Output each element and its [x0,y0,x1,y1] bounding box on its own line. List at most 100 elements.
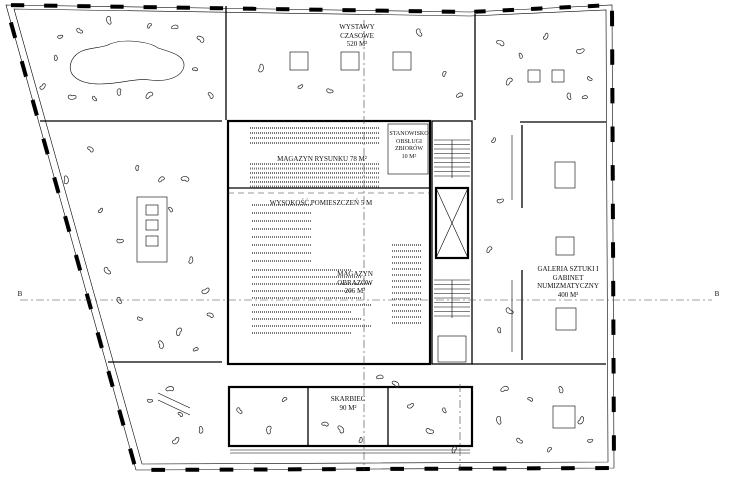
plant [168,206,173,213]
plant [116,88,122,96]
plant [105,16,112,25]
label-wystawy: WYSTAWY CZASOWE 520 M² [339,23,375,48]
plant [486,246,493,253]
toilet [437,335,467,363]
treasury-block [227,385,474,448]
facade-pier [530,6,543,11]
facade-pier [73,254,83,271]
facade-pier [30,99,39,116]
plant [581,95,588,99]
plant [337,425,345,434]
pedestal [554,161,576,189]
plant [258,63,264,73]
plant [191,67,198,72]
plant [136,316,143,321]
facade-pier [128,448,137,465]
plant [577,416,585,425]
plant [542,32,549,40]
outer-outline [5,4,615,471]
facade-pier [84,293,93,310]
facade-pier [117,409,126,426]
plant [145,91,154,99]
facade-pier [52,176,61,194]
plant [442,407,447,414]
facade-pier [559,5,571,10]
pedestal [340,51,360,71]
section-mark-right: B [714,290,720,298]
plant [54,54,58,61]
plant [415,28,423,37]
facade-pier [587,3,600,9]
plant [188,256,194,264]
plant [57,34,64,39]
plant [558,386,564,394]
service-room [387,123,429,175]
label-galeria: GALERIA SZTUKI I GABINET NUMIZMATYCZNY 4… [537,265,599,299]
label-magazyn-rysunku: MAGAZYN RYSUNKU 78 M² [277,155,367,163]
lawn-area [70,40,185,85]
plant [576,48,585,55]
plant [39,83,46,90]
plant [67,94,77,100]
plant [326,88,334,94]
plant [527,397,534,402]
vegetation [39,16,594,454]
plant [172,436,180,445]
plant [566,92,572,100]
plant [495,416,502,425]
facade-pier [63,215,72,233]
plant [158,340,165,349]
plant [76,27,84,34]
facade-pier [41,138,50,155]
plant [158,176,165,183]
facade-pier [8,21,18,39]
plant [165,386,175,392]
storage-shelves [250,127,422,334]
core [431,120,473,365]
plant [505,77,513,86]
label-stanowisko: STANOWISKO OBSŁUGI ZBIORÓW 10 M² [389,131,429,160]
plant [516,437,524,444]
plant [87,146,94,153]
plant [92,95,98,102]
plant [491,137,496,144]
plant [500,385,509,392]
pedestal [392,51,412,71]
plant [496,198,504,204]
plant [297,84,304,89]
plant [103,266,111,275]
pedestal [552,405,576,429]
plant [496,40,505,47]
storage-block [226,119,432,366]
pedestal [289,51,309,71]
plant [147,398,154,403]
label-wysokosc: WYSOKOŚĆ POMIESZCZEŃ 5 M [269,199,373,207]
pedestal [555,307,577,331]
lift-shaft [434,186,470,260]
plant [281,397,288,402]
plant [518,52,523,59]
plant [135,165,140,172]
plant [456,92,464,98]
plant [505,307,514,315]
plant [147,22,152,29]
plant [201,287,210,295]
plant [116,296,122,304]
plant [497,327,502,334]
facade-pier [474,9,486,14]
plant [97,207,103,213]
plant [451,446,457,454]
plant [321,421,329,427]
plant [116,238,124,244]
pedestal [555,236,575,256]
display-table [136,196,168,263]
label-skarbiec: SKARBIEC 90 M² [330,395,366,412]
plant [176,327,183,336]
plant [586,76,593,81]
facade-pier [95,331,104,349]
plant [207,92,214,99]
inner-outline [13,8,609,465]
plant [177,412,183,418]
facade-pier [502,7,515,13]
